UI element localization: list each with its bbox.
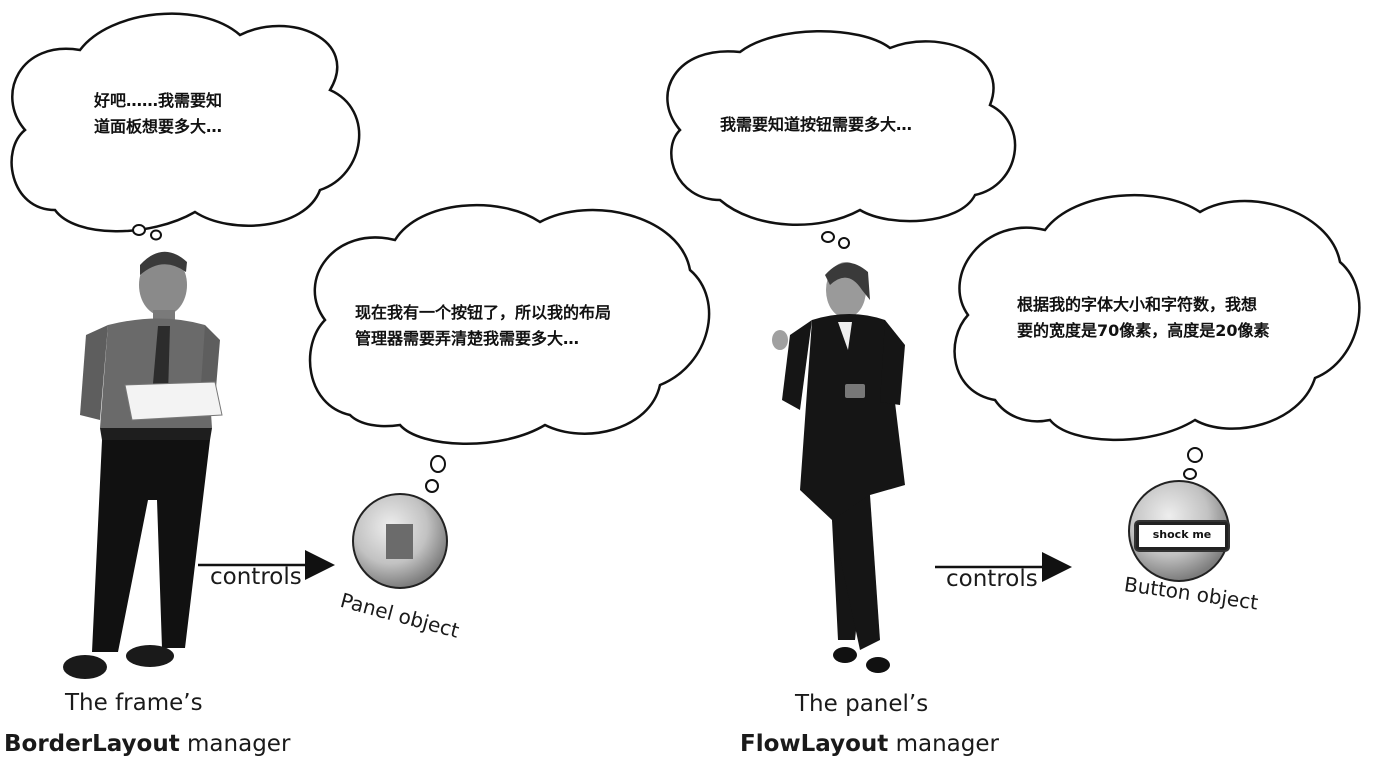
thought-cloud-icon bbox=[953, 193, 1361, 480]
thought-cloud-icon bbox=[666, 29, 1017, 249]
flow-thought-line: 我需要知道按钮需要多大… bbox=[720, 115, 913, 134]
frame-thought-line: 道面板想要多大… bbox=[94, 117, 223, 136]
man-figure-icon bbox=[63, 251, 223, 679]
panel-caption-line2: FlowLayout manager bbox=[740, 731, 999, 757]
frame-manager-label: manager bbox=[187, 731, 291, 757]
frame-thought-text: 好吧……我需要知 道面板想要多大… bbox=[94, 88, 222, 140]
button-thought-line: 要的宽度是70像素，高度是20像素 bbox=[1017, 321, 1270, 340]
panel-thought-line: 现在我有一个按钮了，所以我的布局 bbox=[355, 303, 612, 322]
frame-caption-line1: The frame’s bbox=[65, 690, 203, 716]
flow-thought-text: 我需要知道按钮需要多大… bbox=[720, 112, 912, 138]
shock-me-button-label: shock me bbox=[1152, 528, 1212, 541]
panel-object-sphere bbox=[352, 493, 448, 589]
woman-figure-icon bbox=[772, 262, 905, 673]
thought-cloud-icon bbox=[10, 12, 361, 241]
button-thought-text: 根据我的字体大小和字符数，我想 要的宽度是70像素，高度是20像素 bbox=[1017, 292, 1270, 344]
frame-caption-line2: BorderLayout manager bbox=[4, 731, 290, 757]
panel-manager-label: manager bbox=[895, 731, 999, 757]
panel-caption-line1: The panel’s bbox=[795, 691, 929, 717]
panel-rectangle bbox=[386, 524, 413, 559]
borderlayout-label: BorderLayout bbox=[4, 731, 180, 757]
panel-thought-line: 管理器需要弄清楚我需要多大… bbox=[355, 329, 580, 348]
button-thought-line: 根据我的字体大小和字符数，我想 bbox=[1017, 295, 1258, 314]
thought-cloud-icon bbox=[308, 203, 711, 493]
flowlayout-label: FlowLayout bbox=[740, 731, 889, 757]
left-arrow-label: controls bbox=[210, 564, 302, 590]
panel-thought-text: 现在我有一个按钮了，所以我的布局 管理器需要弄清楚我需要多大… bbox=[355, 300, 611, 352]
frame-thought-line: 好吧……我需要知 bbox=[94, 91, 223, 110]
shock-me-button: shock me bbox=[1136, 522, 1228, 550]
right-arrow-label: controls bbox=[946, 566, 1038, 592]
